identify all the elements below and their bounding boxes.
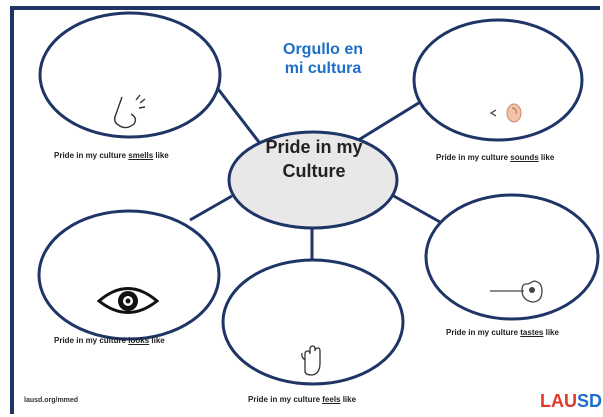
eye-icon — [96, 287, 160, 314]
oval-looks — [37, 209, 221, 341]
tongue-icon — [490, 280, 543, 303]
center-label: Pride in my Culture — [265, 137, 363, 181]
page-frame — [10, 6, 600, 414]
caption-feels: Pride in my culture feels like — [248, 395, 357, 404]
oval-smells — [38, 11, 222, 139]
caption-sounds: Pride in my culture sounds like — [436, 153, 555, 162]
connector-looks — [189, 194, 233, 222]
page-title: Orgullo en mi cultura — [283, 41, 363, 77]
connector-tastes — [391, 193, 441, 224]
connector-sounds — [351, 94, 431, 146]
center-oval — [227, 130, 399, 230]
caption-looks: Pride in my culture looks like — [54, 336, 165, 345]
lausd-logo: LAUSD — [540, 391, 603, 411]
footer-link[interactable]: lausd.org/mmed — [24, 397, 79, 404]
hand-icon — [301, 345, 321, 376]
caption-smells: Pride in my culture smells like — [54, 151, 169, 160]
nose-icon — [113, 94, 146, 129]
connector-smells — [213, 84, 264, 147]
oval-feels — [221, 258, 405, 386]
caption-tastes: Pride in my culture tastes like — [446, 328, 559, 337]
oval-tastes — [424, 193, 600, 321]
oval-sounds — [412, 18, 584, 142]
ear-icon — [489, 103, 522, 123]
